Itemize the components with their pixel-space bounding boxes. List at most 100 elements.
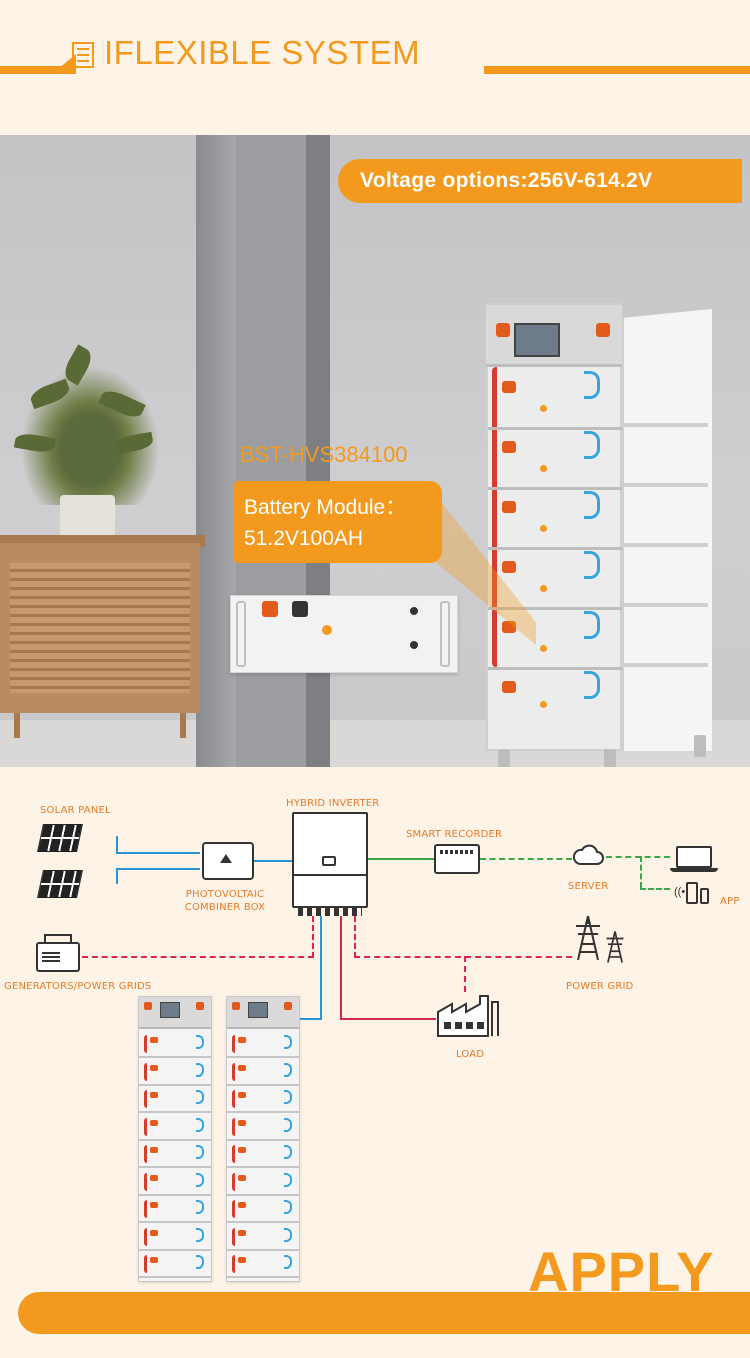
load-label: LOAD: [456, 1049, 485, 1060]
module-plug: [502, 561, 516, 573]
dc-line-inverter-battery-v: [320, 916, 322, 1020]
rack-red-cable: [492, 367, 500, 667]
rack-side-divider: [622, 603, 708, 607]
model-number: BST-HVS384100: [240, 442, 408, 467]
module-plug: [502, 681, 516, 693]
module-blue-cable: [584, 611, 600, 639]
stack-display: [248, 1002, 268, 1018]
brand-logo-icon: [540, 525, 547, 532]
stack-blue-cable: [196, 1200, 204, 1214]
rack-module-divider: [488, 607, 622, 610]
power-tower-icon: [576, 915, 600, 961]
stack-blue-cable: [196, 1062, 204, 1077]
stack-module-divider: [139, 1166, 211, 1168]
product-photo-scene: Voltage options:256V-614.2V BST-HVS38410…: [0, 135, 750, 767]
stack-plug: [196, 1002, 204, 1010]
stack-blue-cable: [284, 1145, 292, 1159]
stack-blue-cable: [284, 1035, 292, 1049]
cabinet-leg: [14, 713, 20, 738]
stack-red-cable: [144, 1035, 150, 1053]
stack-display: [160, 1002, 180, 1018]
brand-logo-icon: [540, 645, 547, 652]
stack-module-divider: [227, 1166, 299, 1168]
stack-blue-cable: [284, 1200, 292, 1214]
brand-logo-icon: [540, 585, 547, 592]
module-comm-port: [410, 641, 418, 649]
comm-line-inverter-recorder: [368, 858, 434, 860]
dc-line-combiner-inverter: [254, 860, 292, 862]
stack-module-divider: [227, 1083, 299, 1086]
ac-line-power-grid: [354, 956, 572, 958]
stack-module-divider: [227, 1248, 299, 1251]
laptop-icon: [676, 846, 712, 868]
ac-line-grid-v: [354, 916, 356, 958]
stack-module-plug: [150, 1064, 158, 1071]
module-plug: [502, 381, 516, 393]
stack-module-divider: [139, 1248, 211, 1251]
brand-logo-icon: [540, 405, 547, 412]
stack-module-plug: [150, 1119, 158, 1126]
rack-module-divider: [488, 547, 622, 550]
stack-module-plug: [238, 1064, 246, 1071]
stack-module-plug: [150, 1147, 158, 1153]
rack-display-screen: [514, 323, 560, 357]
module-blue-cable: [584, 431, 600, 459]
cabinet-slats: [10, 563, 190, 693]
module-handle-left: [236, 601, 246, 667]
stack-blue-cable: [284, 1227, 292, 1242]
smart-recorder-icon: [434, 844, 480, 874]
stack-red-cable: [232, 1062, 238, 1081]
rack-foot: [604, 749, 616, 767]
cloud-server-icon: [572, 844, 604, 865]
stack-red-cable: [232, 1227, 238, 1246]
dc-line-solar-1: [116, 852, 200, 854]
ac-line-load-v: [340, 916, 342, 1020]
rack-module-divider: [488, 487, 622, 490]
stack-module-divider: [139, 1193, 211, 1196]
comm-line-server-app-v: [640, 856, 642, 888]
solar-panel-icon: [37, 870, 83, 898]
factory-load-icon: [437, 995, 499, 1037]
document-icon: [72, 42, 94, 68]
stack-red-cable: [144, 1145, 150, 1163]
stack-blue-cable: [196, 1227, 204, 1242]
stack-red-cable: [144, 1172, 150, 1191]
module-blue-cable: [584, 671, 600, 699]
power-tower-icon: [606, 931, 624, 963]
stack-blue-cable: [284, 1090, 292, 1104]
stack-plug: [144, 1002, 152, 1010]
stack-red-cable: [232, 1172, 238, 1191]
stack-module-plug: [238, 1119, 246, 1126]
hybrid-inverter-icon: [292, 812, 368, 908]
rack-module-divider: [488, 667, 622, 670]
inverter-ports: [298, 906, 362, 916]
stack-blue-cable: [284, 1172, 292, 1187]
dc-line-inverter-battery-h: [290, 1018, 322, 1020]
module-blue-cable: [584, 371, 600, 399]
comm-line-server-app-h: [640, 888, 670, 890]
dc-line-solar-v1: [116, 836, 118, 854]
stack-module-divider: [227, 1193, 299, 1196]
module-port-positive: [262, 601, 278, 617]
rack-foot: [498, 749, 510, 767]
stack-module-divider: [227, 1056, 299, 1058]
stack-blue-cable: [284, 1062, 292, 1077]
rack-side-divider: [622, 423, 708, 427]
stack-module-plug: [238, 1257, 246, 1263]
stack-module-divider: [227, 1276, 299, 1278]
stack-red-cable: [232, 1255, 238, 1273]
stack-module-divider: [139, 1221, 211, 1223]
brand-logo-icon: [322, 625, 332, 635]
stack-red-cable: [144, 1090, 150, 1108]
stack-blue-cable: [284, 1117, 292, 1132]
module-comm-port: [410, 607, 418, 615]
stack-module-divider: [227, 1221, 299, 1223]
stack-blue-cable: [196, 1145, 204, 1159]
stack-red-cable: [144, 1117, 150, 1136]
module-handle-right: [440, 601, 450, 667]
ac-line-grid-load: [464, 956, 466, 992]
stack-red-cable: [232, 1035, 238, 1053]
module-plug: [502, 501, 516, 513]
stack-plug: [232, 1002, 240, 1010]
combiner-warning-icon: [220, 854, 232, 863]
